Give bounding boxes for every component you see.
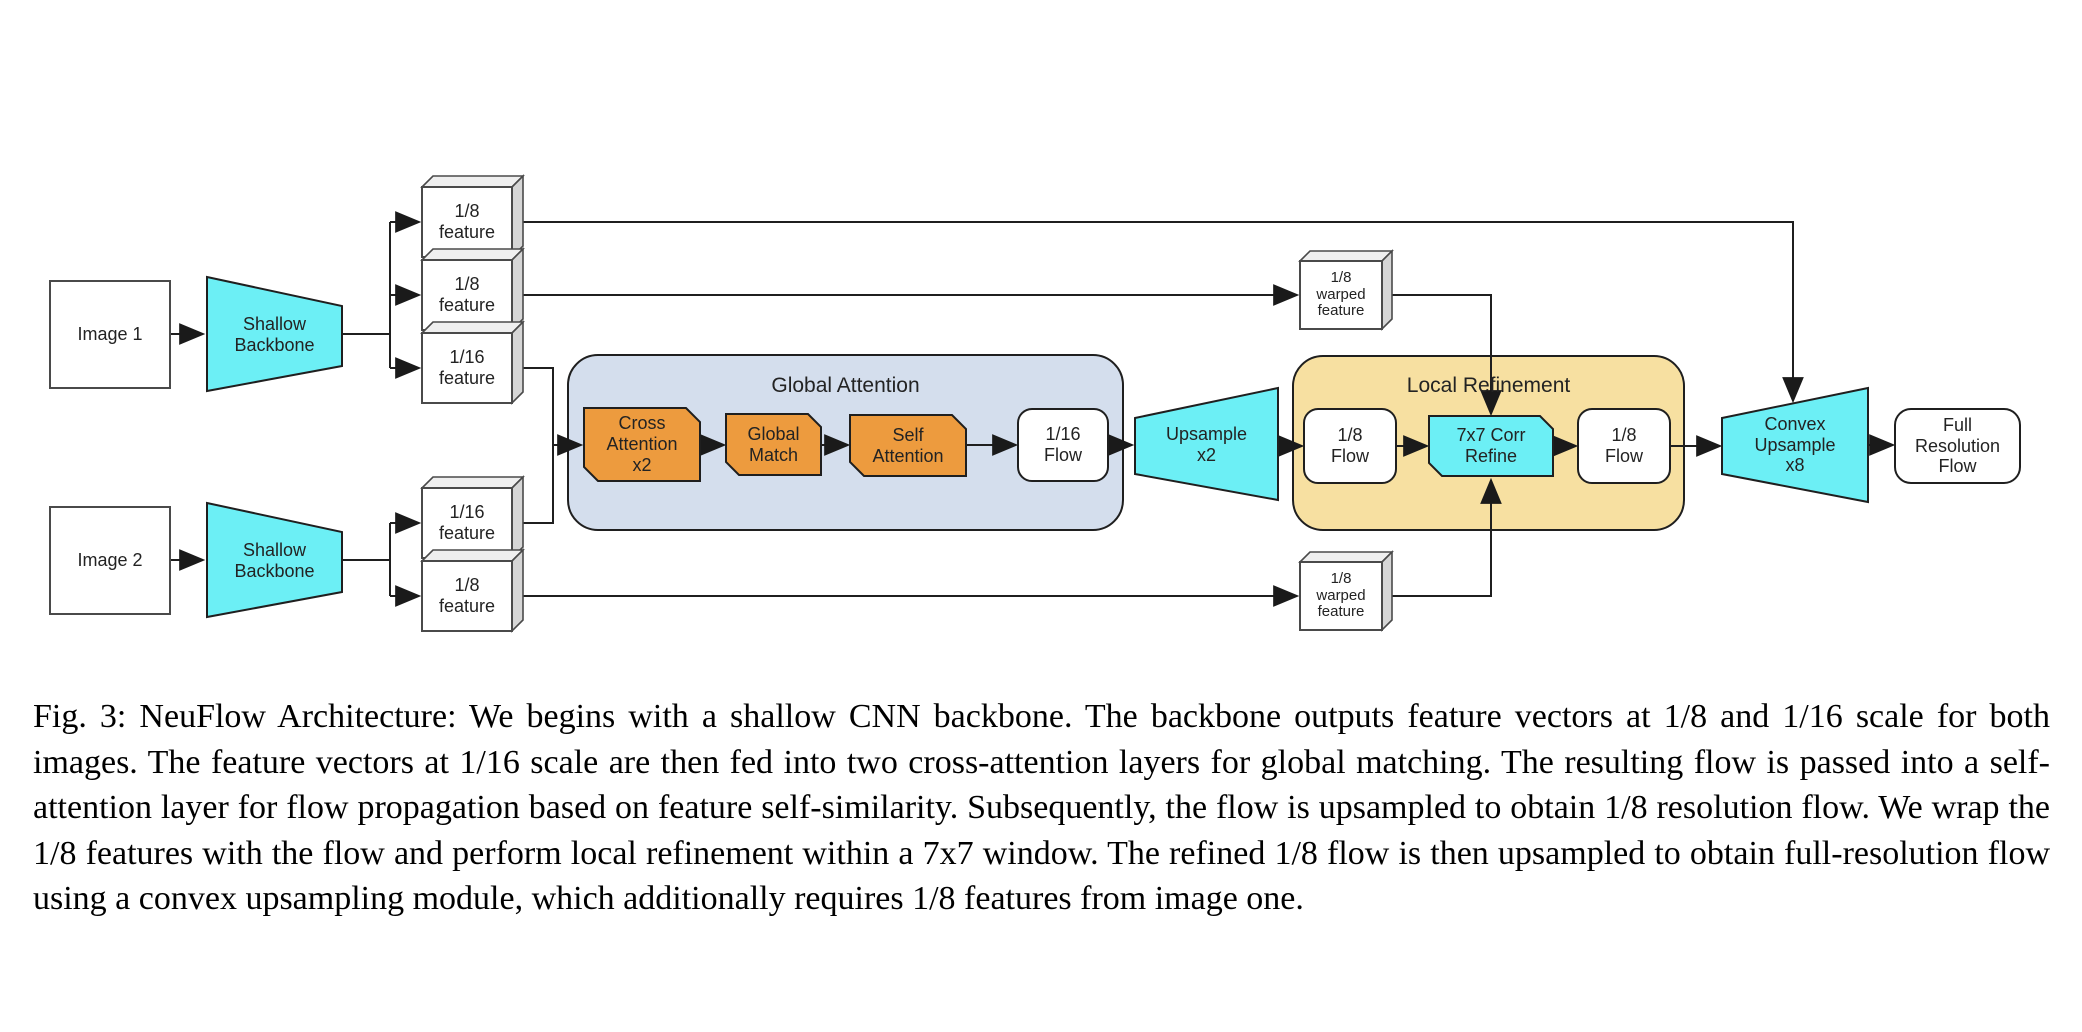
feature-box-top-face (1298, 551, 1394, 563)
feature-1-16-a-label: 1/16 feature (438, 347, 496, 388)
self-attention-shape (849, 414, 967, 477)
line-warped-bottom-to-corr-refine (1392, 477, 1502, 597)
feature-box-front-face (421, 186, 513, 258)
warped-feature-top-box (1298, 249, 1394, 331)
warped-feature-bottom-label: 1/8 warped feature (1316, 569, 1366, 621)
feature-box-side-face (511, 247, 524, 332)
feature-box-front-face (421, 259, 513, 331)
feature-1-8-b-label: 1/8 feature (438, 274, 496, 315)
global-attention-title: Global Attention (771, 374, 920, 397)
cross-attention-label: Cross Attention x2 (606, 413, 678, 475)
feature-box-top-face (420, 175, 525, 188)
cross-attention-shape (583, 407, 701, 482)
feature-box-side-face (511, 548, 524, 633)
line-warped-top-to-corr-refine (1392, 294, 1502, 417)
feature-box-front-face (421, 560, 513, 632)
feature-box-1-8-a (420, 174, 525, 259)
full-resolution-flow-label: Full Resolution Flow (1914, 414, 2001, 477)
line-feature-1-16-b-merge (523, 445, 554, 524)
image2-label: Image 2 (77, 550, 143, 571)
flow-1-8-in-label: 1/8 Flow (1330, 425, 1369, 466)
feature-1-8-c-label: 1/8 feature (438, 575, 496, 616)
shallow-backbone1-shape (206, 275, 343, 393)
flow-1-16-label: 1/16 Flow (1043, 424, 1082, 465)
feature-box-1-8-b (420, 247, 525, 332)
global-match-shape (725, 413, 822, 476)
feature-1-8-a-label: 1/8 feature (438, 201, 496, 242)
shallow-backbone2-shape (206, 501, 343, 619)
feature-box-front-face (421, 332, 513, 404)
arrow-features-1-16-to-cross-attention (523, 367, 584, 456)
corr-refine-shape (1428, 415, 1554, 477)
feature-box-1-16-b (420, 475, 525, 560)
feature-box-top-face (1298, 250, 1394, 262)
flow-1-8-out-box (1577, 408, 1671, 484)
architecture-diagram (49, 174, 2021, 633)
feature-box-top-face (420, 476, 525, 489)
full-resolution-flow-box (1894, 408, 2021, 484)
feature-box-side-face (511, 475, 524, 560)
feature-box-side-face (1381, 550, 1393, 632)
convex-upsample-shape (1721, 386, 1869, 504)
convex-upsample-label: Convex Upsample x8 (1754, 413, 1836, 476)
line-feature-a-to-convex-upsample (523, 221, 1804, 404)
flow-1-16-box (1017, 408, 1109, 482)
backbone2-label: Shallow Backbone (234, 540, 315, 581)
figure-caption: Fig. 3: NeuFlow Architecture: We begins … (33, 698, 2050, 917)
self-attention-label: Self Attention (872, 424, 944, 466)
feature-box-1-8-c (420, 548, 525, 633)
feature-box-side-face (511, 320, 524, 405)
feature-box-front-face (1299, 260, 1383, 330)
image2-box (49, 506, 171, 615)
backbone1-label: Shallow Backbone (234, 314, 315, 355)
feature-box-1-16-a (420, 320, 525, 405)
global-match-label: Global Match (747, 423, 800, 465)
flow-1-8-out-label: 1/8 Flow (1604, 425, 1643, 466)
image1-box (49, 280, 171, 389)
feature-box-side-face (511, 174, 524, 259)
flow-1-8-in-box (1303, 408, 1397, 484)
upsample-x2-label: Upsample x2 (1165, 424, 1248, 465)
feature-box-front-face (421, 487, 513, 559)
feature-1-16-b-label: 1/16 feature (438, 502, 496, 543)
warped-feature-top-label: 1/8 warped feature (1316, 268, 1366, 320)
local-refinement-title: Local Refinement (1406, 374, 1571, 397)
upsample-x2-shape (1134, 386, 1279, 502)
warped-feature-bottom-box (1298, 550, 1394, 632)
feature-box-side-face (1381, 249, 1393, 331)
image1-label: Image 1 (77, 324, 143, 345)
feature-box-front-face (1299, 561, 1383, 631)
corr-refine-label: 7x7 Corr Refine (1456, 425, 1526, 466)
